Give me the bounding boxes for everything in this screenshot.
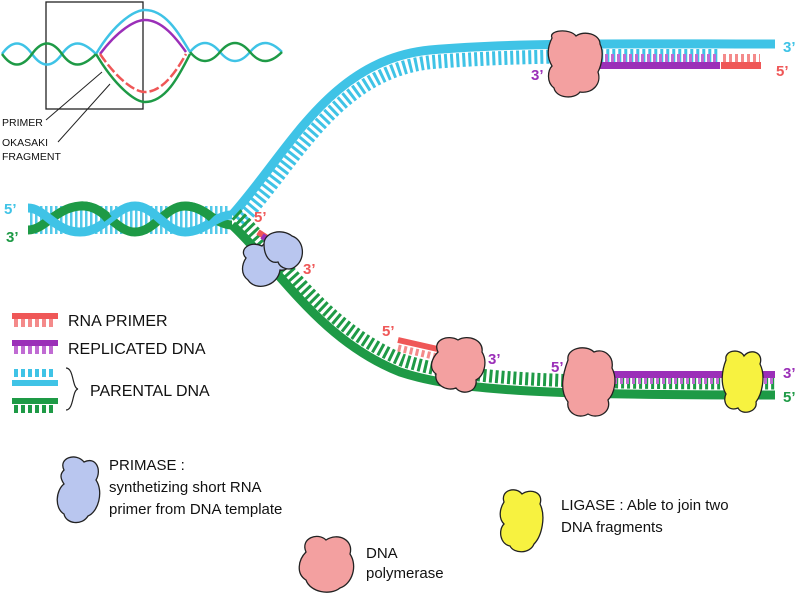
inset-helix-cyan <box>0 42 97 66</box>
primase-desc-line2: primer from DNA template <box>109 501 282 518</box>
legend: RNA PRIMER REPLICATED DNA PARENTAL DNA <box>12 313 210 413</box>
lower-parental-strand <box>228 221 776 400</box>
legend-parental-cyan-swatch <box>12 369 58 386</box>
primer-label: PRIMER <box>2 117 43 129</box>
parental-double-helix: 5’ 3’ <box>4 201 233 246</box>
primase-key-icon <box>56 456 101 524</box>
leading-primer <box>721 62 761 69</box>
lower-parental-rungs <box>231 209 776 390</box>
leading-polymerase <box>547 30 603 98</box>
primase-title: PRIMASE : <box>109 457 185 474</box>
bottom-5prime-label: 5’ <box>551 359 564 376</box>
polymerase-key-icon <box>298 535 355 593</box>
inset-bubble-outer-bottom <box>94 53 192 104</box>
okazaki-label-line2: FRAGMENT <box>2 151 62 163</box>
polymerase-label-line2: polymerase <box>366 565 444 582</box>
mid-5prime-label: 5’ <box>382 323 395 340</box>
leading-replicated-strand <box>555 62 720 69</box>
ligase-label-line1: LIGASE : Able to join two <box>561 497 729 514</box>
fork-5prime-label: 5’ <box>254 209 267 226</box>
ligase-label-line2: DNA fragments <box>561 519 663 536</box>
primase-desc-line1: synthetizing short RNA <box>109 479 262 496</box>
legend-rna-primer-swatch <box>12 313 58 327</box>
fork-primase-top <box>263 231 303 270</box>
enzyme-key: PRIMASE : synthetizing short RNA primer … <box>56 456 729 593</box>
primer-pointer-line <box>45 71 103 121</box>
inset-bubble-inner-bottom <box>98 53 188 94</box>
lagging-strand-arm: 5’ 3’ 5’ 3’ 5’ 3’ 5’ <box>228 209 796 417</box>
bottom-right-3prime-label: 3’ <box>783 365 796 382</box>
upper-parental-rungs <box>234 48 721 227</box>
bottom-ligase <box>721 350 764 413</box>
polymerase-label-line1: DNA <box>366 545 398 562</box>
inset-helix-green-right <box>189 41 283 63</box>
left-3prime-label: 3’ <box>6 229 19 246</box>
left-5prime-label: 5’ <box>4 201 17 218</box>
mid-3prime-label: 3’ <box>488 351 501 368</box>
legend-parental-label: PARENTAL DNA <box>90 383 210 400</box>
top-right-5prime-label: 5’ <box>776 63 789 80</box>
leading-inner-3prime-label: 3’ <box>531 67 544 84</box>
inset-helix-cyan-right <box>189 41 283 63</box>
inset-bubble-outer-top <box>94 8 192 55</box>
helix-strand-green-front <box>79 201 216 222</box>
inset-frame <box>45 1 144 110</box>
fork-3prime-label: 3’ <box>303 261 316 278</box>
top-right-3prime-label: 3’ <box>783 39 796 56</box>
inset-helix-green <box>0 42 97 66</box>
mid-polymerase <box>430 337 486 393</box>
okazaki-pointer-line <box>57 83 111 143</box>
upper-parental-strand <box>228 39 776 218</box>
bottom-right-5prime-label: 5’ <box>783 389 796 406</box>
legend-replicated-label: REPLICATED DNA <box>68 341 206 358</box>
mid-primer <box>397 337 443 353</box>
leading-strand-arm: 3’ 5’ 3’ <box>228 30 796 227</box>
legend-parental-green-swatch <box>12 398 58 413</box>
helix-strand-cyan <box>27 201 233 237</box>
ligase-key-icon <box>499 489 544 553</box>
inset-bubble-inner-top <box>99 18 188 55</box>
legend-rna-primer-label: RNA PRIMER <box>68 313 168 330</box>
legend-brace <box>65 367 79 411</box>
okazaki-label-line1: OKASAKI <box>2 137 48 149</box>
bottom-polymerase <box>562 347 616 417</box>
legend-replicated-swatch <box>12 340 58 354</box>
inset-diagram: PRIMER OKASAKI FRAGMENT <box>0 1 283 163</box>
bottom-replicated <box>612 371 775 378</box>
